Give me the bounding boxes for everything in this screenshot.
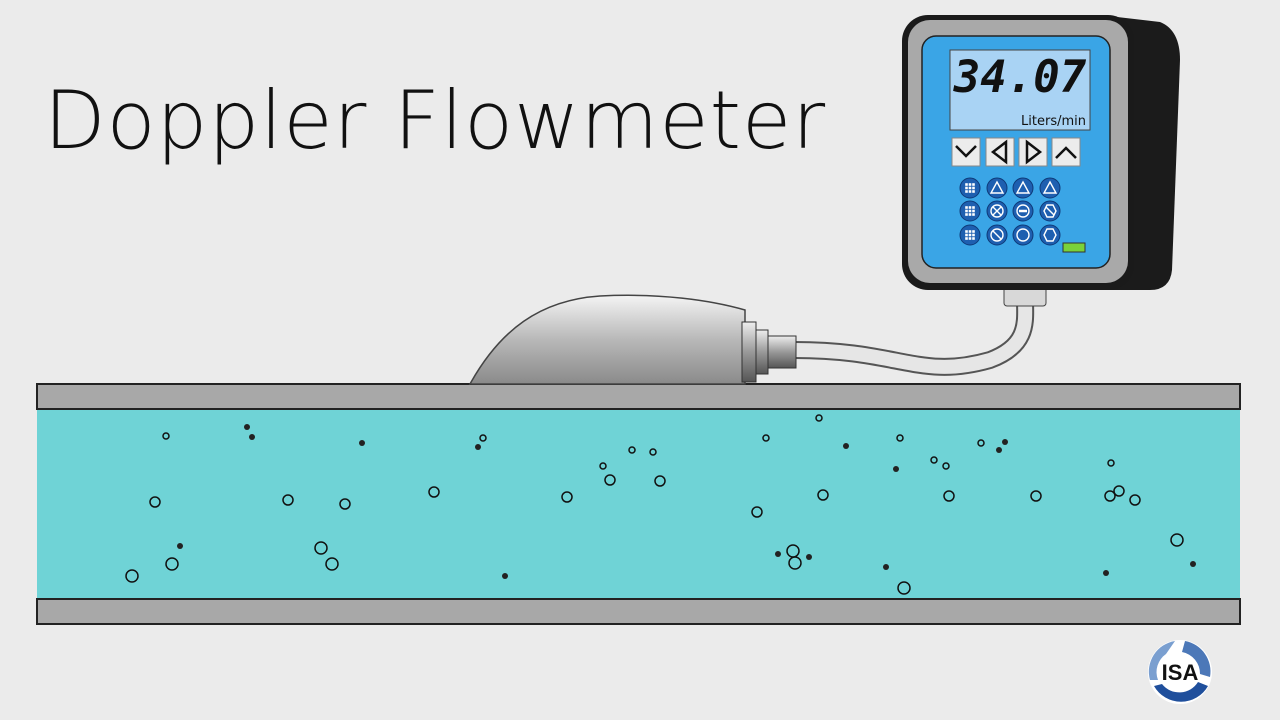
chevron-up-icon [1055,146,1077,159]
triangle-right-button[interactable] [1018,137,1048,167]
flow-unit: Liters/min [1021,114,1086,129]
particle [502,573,508,579]
bubble [896,434,904,442]
triangle-icon [1042,180,1058,194]
bubble [599,462,607,470]
chevron-down-icon [955,145,977,158]
particle [775,551,781,557]
pipe-bottom-wall [36,598,1241,625]
transducer [468,294,746,385]
flow-meter: 34.07 Liters/min [902,15,1180,290]
grid-icon [965,230,975,240]
particle [843,443,849,449]
bubble [815,414,823,422]
x-circle-icon [990,204,1004,218]
keypad-button[interactable] [1039,177,1061,199]
triangle-left-icon [990,139,1008,165]
bubble [1170,533,1184,547]
hexagon-icon [1043,228,1057,242]
connector-nut [755,329,769,375]
fluid [37,410,1240,598]
keypad-button[interactable] [1012,224,1034,246]
chevron-up-button[interactable] [1051,137,1081,167]
particle [806,554,812,560]
bubble [817,489,829,501]
connector-sleeve [767,335,797,369]
particle [1190,561,1196,567]
keypad-button[interactable] [1012,177,1034,199]
grid-icon [965,206,975,216]
particle [883,564,889,570]
particle [1002,439,1008,445]
particles [125,414,1196,595]
grid-icon [965,183,975,193]
keypad-button[interactable] [1012,200,1034,222]
circle-icon [1016,228,1030,242]
bubble [428,486,440,498]
bubble [162,432,170,440]
particle [475,444,481,450]
bubble [1030,490,1042,502]
particle [177,543,183,549]
keypad-button[interactable] [959,177,981,199]
pipe [36,383,1241,625]
keypad-button[interactable] [959,224,981,246]
pipe-top-wall [36,383,1241,410]
bubble [649,448,657,456]
bubble [314,541,328,555]
particle [996,447,1002,453]
lcd-display [949,49,1091,131]
bubble [977,439,985,447]
bubble [1107,459,1115,467]
warning-icon [989,180,1005,194]
connector [741,321,757,383]
bubble [325,557,339,571]
bubble [788,556,802,570]
bubble [942,462,950,470]
bubble [762,434,770,442]
page-title: Doppler Flowmeter [44,74,827,167]
keypad-button[interactable] [986,200,1008,222]
keypad-button[interactable] [1039,224,1061,246]
flow-reading: 34.07 [953,52,1087,103]
triangle-left-button[interactable] [985,137,1015,167]
keypad-button[interactable] [1039,200,1061,222]
particle [893,466,899,472]
bubble [125,569,139,583]
bubble [165,557,179,571]
particle [244,424,250,430]
isa-logo: ISA [1148,640,1212,704]
alert-icon [1015,180,1031,194]
bubble [1129,494,1141,506]
bubble [897,581,911,595]
particle [249,434,255,440]
minus-circle-icon [1016,204,1030,218]
keypad-button[interactable] [986,224,1008,246]
battery-indicator [1062,242,1086,253]
particle [1103,570,1109,576]
hexagon-slash-icon [1043,204,1057,218]
bubble [479,434,487,442]
bubble [751,506,763,518]
bubble [149,496,161,508]
bubble [1104,490,1116,502]
bubble [930,456,938,464]
particle [359,440,365,446]
cable-highlight [788,293,1033,374]
keypad-button[interactable] [959,200,981,222]
bubble [604,474,616,486]
bubble [654,475,666,487]
triangle-right-icon [1025,139,1043,165]
bubble [339,498,351,510]
logo-text: ISA [1162,660,1199,685]
bubble [1113,485,1125,497]
slash-circle-icon [990,228,1004,242]
bubble [561,491,573,503]
bubble [943,490,955,502]
bubble [282,494,294,506]
chevron-down-button[interactable] [951,137,981,167]
bubble [628,446,636,454]
keypad-button[interactable] [986,177,1008,199]
